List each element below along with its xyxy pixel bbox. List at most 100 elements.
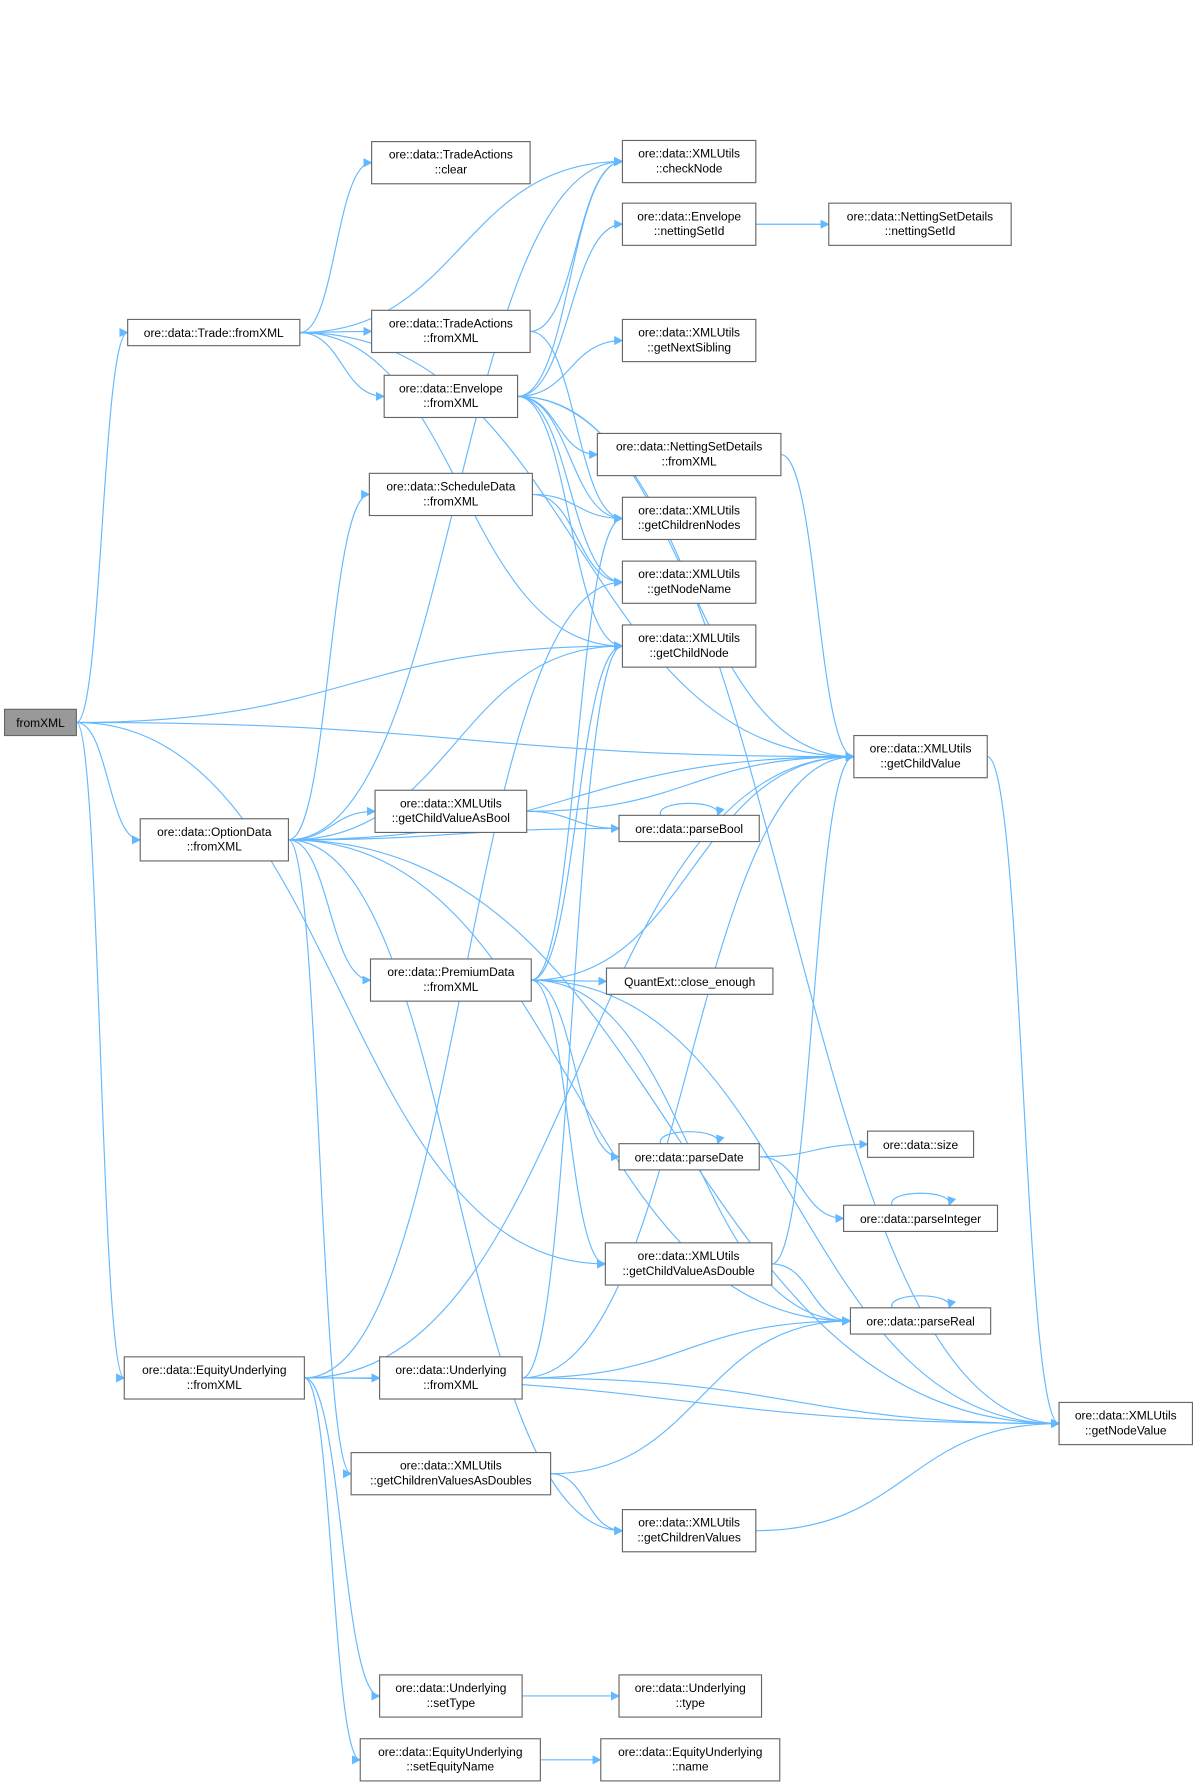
node-size[interactable]: ore::data::size <box>866 1130 975 1158</box>
node-trade[interactable]: ore::data::Trade::fromXML <box>127 318 301 347</box>
node-label: ::fromXML <box>423 1378 479 1392</box>
node-nsdNettingSetId[interactable]: ore::data::NettingSetDetails::nettingSet… <box>828 202 1012 246</box>
edge-premium-to-getChildrenNodes <box>531 513 624 981</box>
node-label: ore::data::Underlying <box>395 1363 506 1377</box>
node-schedule[interactable]: ore::data::ScheduleData::fromXML <box>368 472 533 517</box>
node-eqName[interactable]: ore::data::EquityUnderlying::name <box>600 1738 781 1782</box>
node-premium[interactable]: ore::data::PremiumData::fromXML <box>369 958 532 1002</box>
edge-schedule-to-getChildrenNodes <box>532 493 624 523</box>
node-parseInteger[interactable]: ore::data::parseInteger <box>843 1204 999 1233</box>
node-label: ::nettingSetId <box>654 224 725 238</box>
node-box <box>3 708 77 737</box>
node-label: QuantExt::close_enough <box>624 975 755 989</box>
node-label: ::fromXML <box>423 396 479 410</box>
node-label: ::type <box>676 1696 706 1710</box>
edge-taFromXML-to-checkNode <box>530 157 624 332</box>
node-label: ::fromXML <box>423 331 479 345</box>
node-label: ore::data::EquityUnderlying <box>618 1745 762 1759</box>
node-label: ::setType <box>427 1696 476 1710</box>
edge-equityUnderlying-to-setEquityName <box>304 1377 362 1765</box>
node-label: ore::data::parseDate <box>635 1150 744 1164</box>
node-label: ore::data::EquityUnderlying <box>378 1745 522 1759</box>
edge-envelope-to-getNodeValue <box>517 395 1060 1429</box>
node-box <box>123 1356 305 1400</box>
node-parseDate[interactable]: ore::data::parseDate <box>618 1143 760 1171</box>
node-label: ore::data::Envelope <box>637 209 741 223</box>
node-getChildValueAsBool[interactable]: ore::data::XMLUtils::getChildValueAsBool <box>374 789 528 834</box>
node-box <box>374 789 528 834</box>
node-parseBool[interactable]: ore::data::parseBool <box>618 814 760 843</box>
edge-fromXML-to-equityUnderlying <box>75 721 126 1383</box>
edge-schedule-to-getNodeName <box>532 493 624 587</box>
edge-getChildValueAsDouble-to-parseReal <box>771 1263 852 1326</box>
node-box <box>621 624 757 668</box>
edge-parseDate-to-parseInteger <box>759 1156 845 1223</box>
node-label: ore::data::NettingSetDetails <box>616 440 762 454</box>
node-label: ore::data::EquityUnderlying <box>142 1363 286 1377</box>
edge-envelope-to-getNodeName <box>517 395 624 587</box>
node-setEquityName[interactable]: ore::data::EquityUnderlying::setEquityNa… <box>359 1738 541 1782</box>
node-getChildrenNodes[interactable]: ore::data::XMLUtils::getChildrenNodes <box>621 496 757 541</box>
node-label: ::clear <box>435 163 468 177</box>
edge-equityUnderlying-to-getChildValue <box>304 752 855 1379</box>
node-label: ore::data::size <box>883 1138 959 1152</box>
node-optionData[interactable]: ore::data::OptionData::fromXML <box>139 818 289 862</box>
node-label: ::setEquityName <box>406 1760 494 1774</box>
node-getNodeValue[interactable]: ore::data::XMLUtils::getNodeValue <box>1058 1401 1194 1446</box>
edge-optionData-to-premium <box>288 839 372 985</box>
node-underlyingType[interactable]: ore::data::Underlying::type <box>618 1674 763 1718</box>
node-box <box>621 496 757 541</box>
edge-trade-to-getChildValue <box>299 331 855 762</box>
node-closeEnough[interactable]: QuantExt::close_enough <box>605 967 774 995</box>
node-getChildNode[interactable]: ore::data::XMLUtils::getChildNode <box>621 624 757 668</box>
node-box <box>369 958 532 1002</box>
node-box <box>1058 1401 1194 1446</box>
node-label: ore::data::Trade::fromXML <box>144 326 284 340</box>
node-equityUnderlying[interactable]: ore::data::EquityUnderlying::fromXML <box>123 1356 305 1400</box>
node-box <box>596 432 782 477</box>
node-getChildrenValues[interactable]: ore::data::XMLUtils::getChildrenValues <box>621 1509 757 1553</box>
edge-optionData-to-parseBool <box>288 823 620 841</box>
node-label: ore::data::XMLUtils <box>1075 1409 1177 1423</box>
node-label: ore::data::XMLUtils <box>638 326 740 340</box>
node-getChildrenValuesAsDoubles[interactable]: ore::data::XMLUtils::getChildrenValuesAs… <box>350 1452 552 1496</box>
node-label: ::fromXML <box>662 454 718 468</box>
node-box <box>618 1674 763 1718</box>
node-parseReal[interactable]: ore::data::parseReal <box>849 1307 992 1335</box>
edge-parseReal-to-parseReal <box>891 1295 957 1309</box>
node-taFromXML[interactable]: ore::data::TradeActions::fromXML <box>371 309 531 354</box>
node-box <box>621 139 757 184</box>
edge-premium-to-getChildValue <box>531 752 855 981</box>
edge-parseBool-to-parseBool <box>660 802 725 817</box>
node-nettingSetId[interactable]: ore::data::Envelope::nettingSetId <box>621 202 757 246</box>
edge-getChildrenValuesAsDoubles-to-getChildrenValues <box>550 1473 624 1536</box>
edge-envelope-to-getChildrenNodes <box>517 395 624 523</box>
edge-fromXML-to-getChildValueAsDouble <box>76 721 607 1269</box>
node-clear[interactable]: ore::data::TradeActions::clear <box>371 141 531 185</box>
node-box <box>600 1738 781 1782</box>
node-label: ::getNodeName <box>647 582 731 596</box>
node-getNodeName[interactable]: ore::data::XMLUtils::getNodeName <box>621 560 757 604</box>
node-box <box>604 1242 773 1286</box>
node-fromXML[interactable]: fromXML <box>3 708 77 737</box>
node-label: ::getNextSibling <box>647 340 731 354</box>
node-getChildValueAsDouble[interactable]: ore::data::XMLUtils::getChildValueAsDoub… <box>604 1242 773 1286</box>
node-label: ore::data::Envelope <box>399 381 503 395</box>
node-box <box>849 1307 992 1335</box>
node-box <box>359 1738 541 1782</box>
node-getChildValue[interactable]: ore::data::XMLUtils::getChildValue <box>853 734 988 779</box>
node-underlyingFromXML[interactable]: ore::data::Underlying::fromXML <box>379 1356 523 1400</box>
node-getNextSibling[interactable]: ore::data::XMLUtils::getNextSibling <box>621 318 757 363</box>
edge-fromXML-to-getChildValue <box>76 721 855 762</box>
node-label: ::fromXML <box>423 494 479 508</box>
node-envelope[interactable]: ore::data::Envelope::fromXML <box>383 374 519 419</box>
node-label: ore::data::parseReal <box>866 1314 974 1328</box>
node-label: ore::data::Underlying <box>635 1681 746 1695</box>
node-box <box>621 1509 757 1553</box>
node-checkNode[interactable]: ore::data::XMLUtils::checkNode <box>621 139 757 184</box>
node-box <box>828 202 1012 246</box>
node-nsdFromXML[interactable]: ore::data::NettingSetDetails::fromXML <box>596 432 782 477</box>
node-setType[interactable]: ore::data::Underlying::setType <box>379 1674 523 1718</box>
